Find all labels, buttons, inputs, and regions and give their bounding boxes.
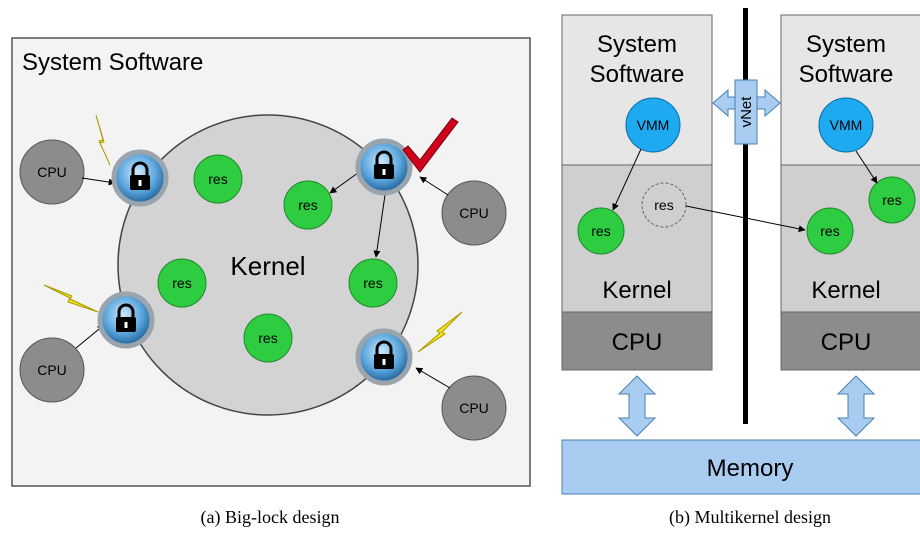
big-lock-panel: System Software Kernel res res res res r… bbox=[11, 37, 531, 528]
arrow bbox=[612, 148, 642, 211]
svg-text:CPU: CPU bbox=[37, 164, 67, 180]
title-line1: System bbox=[597, 31, 677, 58]
kernel-label: Kernel bbox=[602, 277, 671, 304]
cpu-label: CPU bbox=[821, 329, 872, 356]
svg-text:CPU: CPU bbox=[459, 205, 489, 221]
kernel-label: Kernel bbox=[811, 277, 880, 304]
title-line1: System bbox=[806, 31, 886, 58]
memory-bar bbox=[561, 439, 920, 495]
kernel-circle bbox=[117, 114, 419, 416]
arrow bbox=[855, 150, 878, 184]
lock-icon bbox=[355, 138, 413, 196]
caption-b: (b) Multikernel design bbox=[669, 507, 831, 528]
cpu-node: CPU bbox=[441, 375, 507, 441]
res-node bbox=[806, 207, 854, 255]
res-label: res bbox=[591, 223, 610, 239]
lightning-icon bbox=[417, 311, 463, 353]
svg-text:CPU: CPU bbox=[459, 400, 489, 416]
kernel-label: Kernel bbox=[230, 251, 305, 281]
caption-a: (a) Big-lock design bbox=[201, 507, 340, 528]
title-line2: Software bbox=[590, 61, 685, 88]
res-node bbox=[868, 176, 916, 224]
res-node: res bbox=[283, 180, 333, 230]
cpu-node: CPU bbox=[19, 337, 85, 403]
double-arrow-icon bbox=[836, 375, 876, 437]
divider bbox=[743, 8, 748, 424]
res-node: res bbox=[348, 258, 398, 308]
lightning-icon bbox=[95, 114, 111, 166]
vnet-connector: vNet bbox=[712, 79, 781, 145]
panel-title: System Software bbox=[22, 49, 203, 76]
lock-icon bbox=[97, 291, 155, 349]
res-node: res bbox=[243, 313, 293, 363]
svg-text:res: res bbox=[172, 275, 191, 291]
vnet-box bbox=[734, 79, 758, 145]
arrow bbox=[373, 194, 386, 258]
vmm-node bbox=[625, 97, 681, 153]
cpu-label: CPU bbox=[612, 329, 663, 356]
res-label: res bbox=[882, 192, 901, 208]
cpu-node: CPU bbox=[441, 180, 507, 246]
multikernel-panel: System Software VMM res Kernel CPU res S… bbox=[561, 8, 920, 528]
vmm-label: VMM bbox=[637, 117, 670, 133]
svg-text:res: res bbox=[363, 275, 382, 291]
lightning-icon bbox=[43, 284, 99, 313]
checkmark-icon bbox=[402, 117, 459, 173]
res-node: res bbox=[193, 154, 243, 204]
left-node: System Software VMM res Kernel CPU res bbox=[561, 14, 713, 371]
arrow bbox=[419, 176, 449, 196]
lock-icon bbox=[355, 328, 413, 386]
svg-text:res: res bbox=[298, 197, 317, 213]
title-line2: Software bbox=[799, 61, 894, 88]
cpu-node: CPU bbox=[19, 139, 85, 205]
svg-text:res: res bbox=[208, 171, 227, 187]
ghost-res-node bbox=[641, 182, 687, 228]
vnet-label: vNet bbox=[738, 96, 755, 128]
svg-text:res: res bbox=[258, 330, 277, 346]
res-label: res bbox=[820, 223, 839, 239]
res-node bbox=[577, 207, 625, 255]
vmm-node bbox=[818, 97, 874, 153]
memory-label: Memory bbox=[707, 455, 794, 482]
res-node: res bbox=[157, 258, 207, 308]
right-node: System Software VMM res res Kernel CPU bbox=[780, 14, 920, 371]
lock-icon bbox=[111, 149, 169, 207]
arrow bbox=[415, 367, 451, 389]
vmm-label: VMM bbox=[830, 117, 863, 133]
svg-text:CPU: CPU bbox=[37, 362, 67, 378]
arrow bbox=[81, 177, 116, 186]
ghost-res-label: res bbox=[654, 197, 673, 213]
double-arrow-icon bbox=[617, 375, 657, 437]
